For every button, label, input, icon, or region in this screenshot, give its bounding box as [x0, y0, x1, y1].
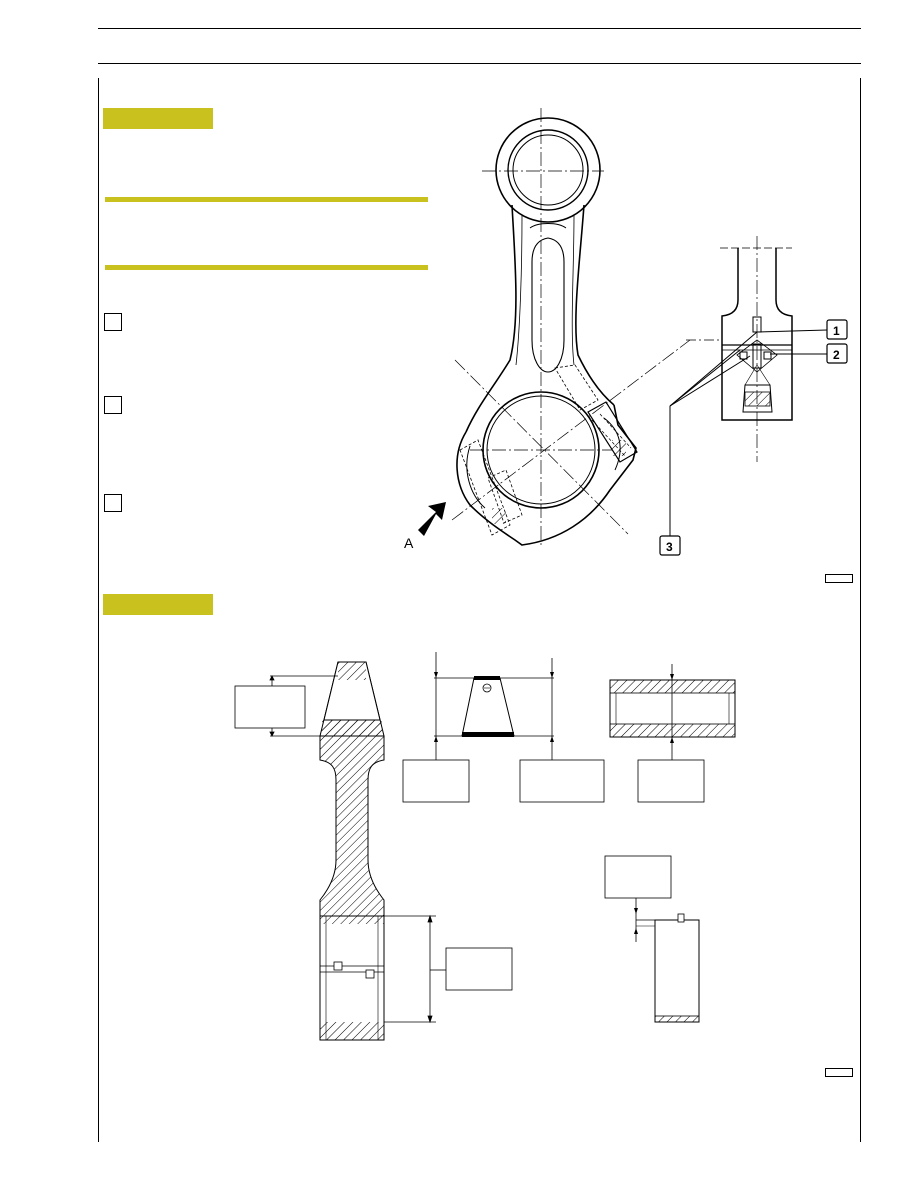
step-checkbox-1[interactable]	[104, 313, 122, 331]
right-margin-rule	[860, 78, 861, 1142]
piston-pin-section	[609, 664, 736, 760]
callout-2-label: 2	[833, 348, 840, 362]
figure-2-number	[825, 1068, 853, 1077]
section-1-tag	[103, 108, 213, 129]
figure-1-number	[825, 574, 853, 583]
view-arrow-a: A	[404, 502, 446, 551]
dim-box-bearing-thickness	[604, 855, 672, 899]
dim-box-big-end-diameter	[445, 947, 513, 991]
dim-box-small-end-height	[234, 685, 306, 729]
small-end-bushing	[434, 652, 554, 760]
header-bottom-rule	[98, 63, 861, 64]
section-1-rule-top	[105, 197, 428, 202]
dim-box-bushing-inner	[519, 759, 605, 803]
step-checkbox-3[interactable]	[104, 494, 122, 512]
small-end-dimension	[269, 675, 338, 737]
big-end-dimension	[384, 914, 446, 1024]
dim-box-bushing-outer	[402, 759, 470, 803]
dim-box-pin-diameter	[637, 759, 705, 803]
callout-3: 3	[659, 535, 681, 556]
callout-leaders	[669, 329, 828, 536]
section-2-tag	[103, 594, 213, 615]
view-label-a: A	[404, 535, 414, 551]
section-1-rule-bottom	[105, 265, 428, 270]
callout-1: 1	[826, 319, 848, 340]
callout-1-label: 1	[833, 324, 840, 338]
header-top-rule	[98, 28, 861, 29]
left-margin-rule	[98, 78, 99, 1142]
callout-3-label: 3	[666, 540, 673, 554]
rod-cross-section	[319, 661, 385, 1041]
bearing-shell-section	[634, 898, 700, 1023]
big-end-side-view	[720, 236, 793, 462]
connecting-rod-drawing	[451, 108, 691, 548]
callout-2: 2	[826, 343, 848, 364]
step-checkbox-2[interactable]	[104, 396, 122, 414]
